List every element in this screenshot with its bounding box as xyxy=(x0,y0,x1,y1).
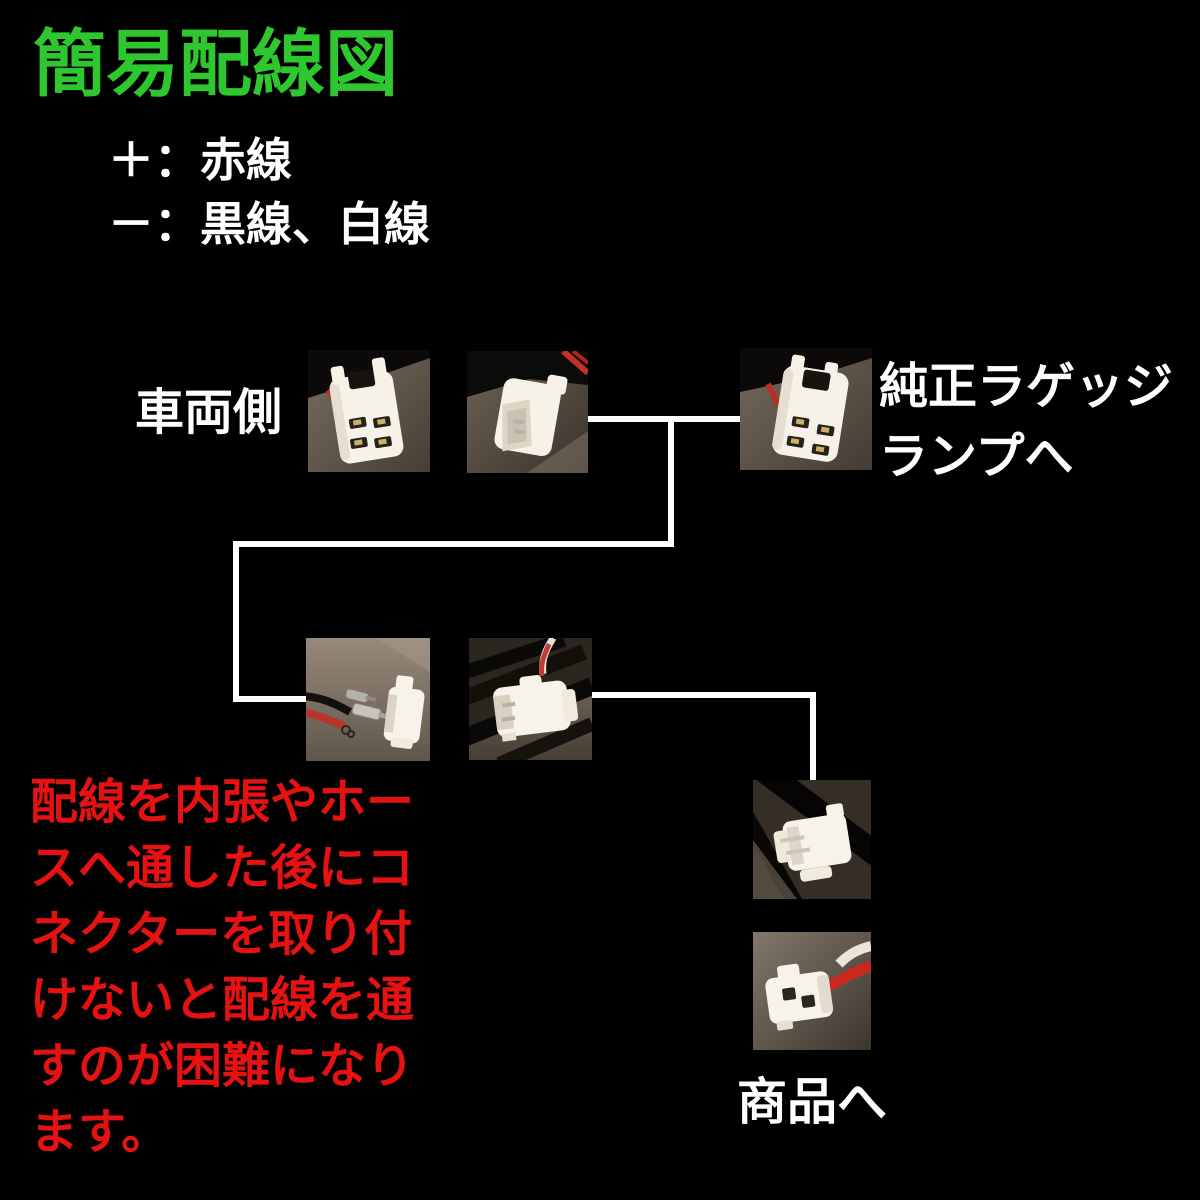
vehicle-4pin-connector-image xyxy=(308,350,430,472)
wire-color-legend: ＋：赤線 －：黒線、白線 xyxy=(108,128,430,256)
wire-line-left-vertical xyxy=(233,541,239,702)
warning-note-line: 配線を内張やホー xyxy=(30,776,415,829)
oem-lamp-4pin-connector-photo xyxy=(740,348,872,470)
warning-note-line: ネクターを取り付 xyxy=(30,908,413,961)
2pin-plug-red-wire-image xyxy=(753,932,871,1050)
wire-line-to-terminal-horizontal xyxy=(233,696,308,702)
harness-plug-connector-photo xyxy=(467,351,588,473)
harness-plug-connector-image xyxy=(467,351,588,473)
2pin-male-connector-photo xyxy=(469,638,592,760)
wire-line-bottom-horizontal xyxy=(591,692,816,698)
wire-line-branch-vertical xyxy=(668,416,674,547)
wire-line-right-vertical xyxy=(810,692,816,780)
wire-line-middle-horizontal xyxy=(233,541,674,547)
oem-luggage-lamp-label-line2: ランプへ xyxy=(879,430,1074,484)
oem-luggage-lamp-label-line1: 純正ラゲッジ xyxy=(879,360,1174,414)
warning-note-line: すのが困難になり xyxy=(30,1040,415,1093)
warning-note-line: スへ通した後にコ xyxy=(30,842,415,895)
vehicle-4pin-connector-photo xyxy=(308,350,430,472)
legend-plus-line: ＋：赤線 xyxy=(108,134,292,186)
crimp-terminal-image xyxy=(306,638,430,761)
page-title: 簡易配線図 xyxy=(33,24,398,105)
wire-line-top-horizontal xyxy=(588,416,742,422)
warning-note-line: ます。 xyxy=(30,1106,170,1159)
warning-note-line: けないと配線を通 xyxy=(30,974,415,1027)
2pin-male-connector-image xyxy=(469,638,592,760)
to-product-label: 商品へ xyxy=(737,1074,887,1130)
2pin-plug-red-wire-photo xyxy=(753,932,871,1050)
2pin-header-connector-image xyxy=(753,780,871,899)
oem-lamp-4pin-connector-image xyxy=(740,348,872,470)
2pin-header-connector-photo xyxy=(753,780,871,899)
legend-minus-line: －：黒線、白線 xyxy=(108,198,430,250)
oem-luggage-lamp-label: 純正ラゲッジ ランプへ xyxy=(879,352,1173,492)
vehicle-side-label: 車両側 xyxy=(135,386,283,440)
crimp-terminal-photo xyxy=(306,638,430,761)
warning-note: 配線を内張やホー スへ通した後にコ ネクターを取り付 けないと配線を通 すのが困… xyxy=(30,770,414,1166)
